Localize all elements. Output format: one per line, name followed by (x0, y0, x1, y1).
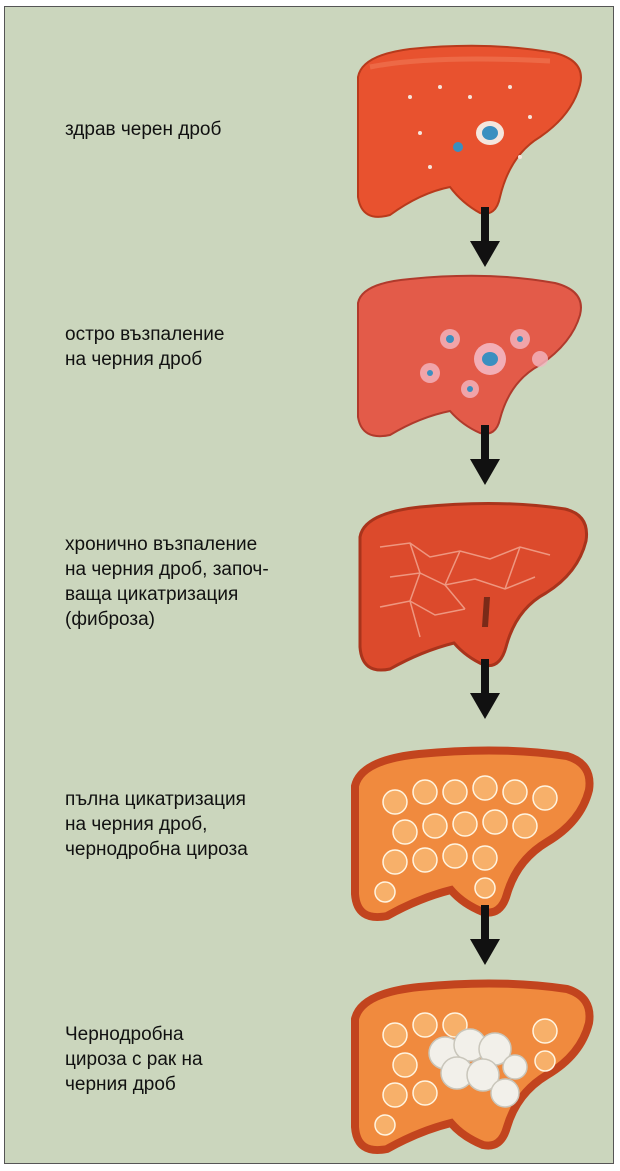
down-arrow-icon (470, 659, 500, 719)
down-arrow-icon (470, 425, 500, 485)
fibrotic-liver-icon (350, 497, 595, 677)
stage-label-chronic: хронично възпаление на черния дроб, запо… (65, 532, 335, 632)
stage-label-cirrhosis: пълна цикатризация на черния дроб, черно… (65, 787, 335, 862)
inflamed-liver-icon (350, 269, 590, 444)
stage-label-cancer: Чернодробна цироза с рак на черния дроб (65, 1022, 335, 1097)
cirrhotic-liver-icon (345, 742, 600, 922)
down-arrow-icon (470, 207, 500, 267)
cirrhosis-with-cancer-liver-icon (345, 975, 600, 1155)
stage-label-acute: остро възпаление на черния дроб (65, 322, 335, 372)
healthy-liver-icon (350, 37, 590, 227)
down-arrow-icon (470, 905, 500, 965)
stage-label-healthy: здрав черен дроб (65, 117, 335, 142)
diagram-panel: здрав черен дроб остро възпаление на чер… (4, 6, 614, 1164)
